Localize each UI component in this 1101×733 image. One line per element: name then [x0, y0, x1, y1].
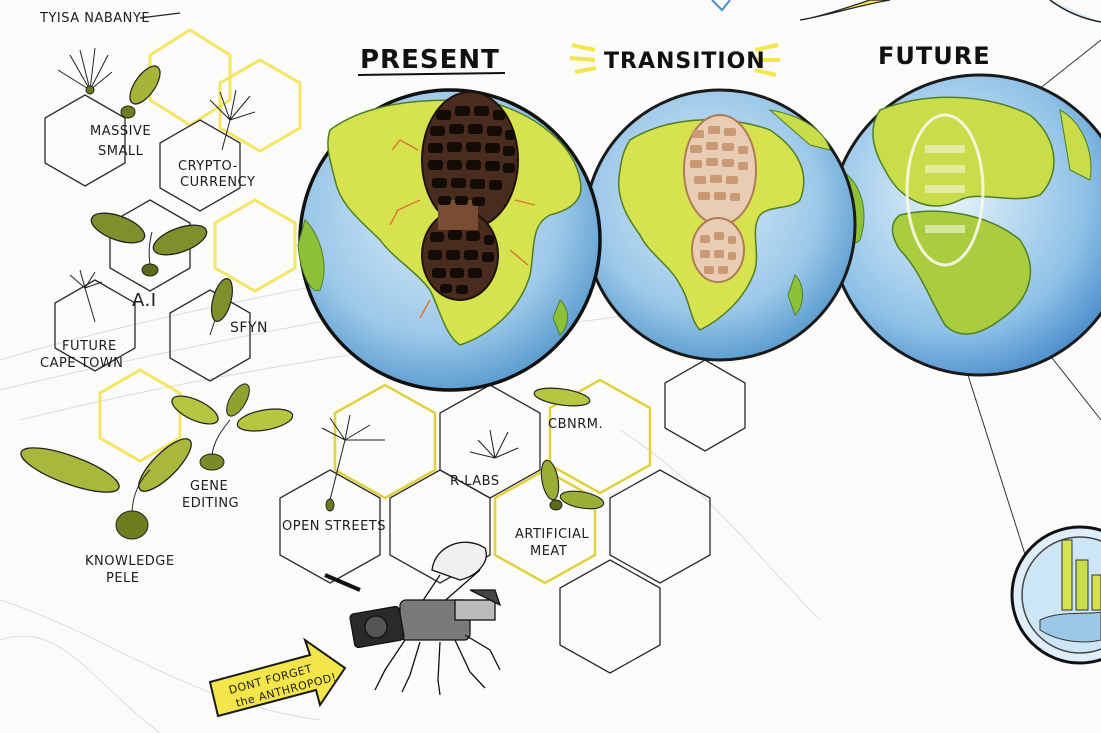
author-credit: TYISA NABANYE	[39, 11, 150, 26]
seedling-icon	[90, 212, 208, 277]
dandelion-icon	[321, 414, 385, 512]
dandelion-icon	[69, 269, 103, 323]
label-cbnrm: CBNRM.	[548, 417, 603, 432]
top-beam-shape	[799, 0, 891, 21]
seedling-icon	[120, 65, 161, 119]
label-ai: A.I	[132, 290, 157, 311]
transition-globe	[583, 88, 857, 362]
label-open-streets: OPEN STREETS	[282, 519, 386, 534]
label-crypto-2: CURRENCY	[180, 175, 255, 190]
heading-present: PRESENT	[360, 45, 500, 75]
top-mark	[711, 0, 731, 12]
seedling-icon	[533, 387, 591, 407]
dark-bootprint-icon	[389, 91, 536, 319]
label-massive-small-1: MASSIVE	[90, 124, 151, 139]
label-future-cape-town-2: CAPE TOWN	[40, 356, 123, 371]
label-crypto-1: CRYPTO-	[178, 159, 238, 174]
seedling-icon	[171, 383, 294, 471]
light-bootprint-icon	[683, 114, 757, 283]
anthropod-robot-icon	[324, 541, 502, 696]
arrow-sign-icon: DONT FORGET the ANTHROPOD!	[208, 637, 347, 718]
label-future-cape-town-1: FUTURE	[62, 339, 117, 354]
heading-future: FUTURE	[878, 42, 991, 70]
label-gene-editing-2: EDITING	[182, 496, 239, 511]
hex-network-left	[44, 28, 302, 463]
present-globe	[297, 88, 602, 392]
label-artificial-meat-1: ARTIFICIAL	[515, 527, 589, 542]
future-globe	[827, 73, 1101, 377]
dandelion-icon	[469, 429, 519, 459]
label-knowledge-pele-1: KNOWLEDGE	[85, 554, 175, 569]
label-artificial-meat-2: MEAT	[530, 544, 567, 559]
seedling-icon	[540, 459, 605, 511]
city-medallion-icon	[1010, 525, 1101, 665]
seedling-icon	[20, 438, 192, 540]
hex-network-bottom	[279, 359, 746, 674]
label-knowledge-pele-2: PELE	[106, 571, 140, 586]
dandelion-icon	[57, 47, 113, 95]
heading-transition: TRANSITION	[604, 49, 766, 74]
top-right-circle-edge	[1049, 0, 1101, 23]
dandelion-icon	[209, 89, 256, 151]
label-sfyn: SFYN	[230, 320, 268, 336]
transition-highlight	[569, 43, 780, 77]
label-r-labs: R-LABS	[450, 474, 500, 489]
seedling-icon	[209, 278, 233, 336]
label-massive-small-2: SMALL	[98, 144, 144, 159]
label-gene-editing-1: GENE	[190, 479, 228, 494]
faint-bootprint-icon	[905, 113, 985, 267]
